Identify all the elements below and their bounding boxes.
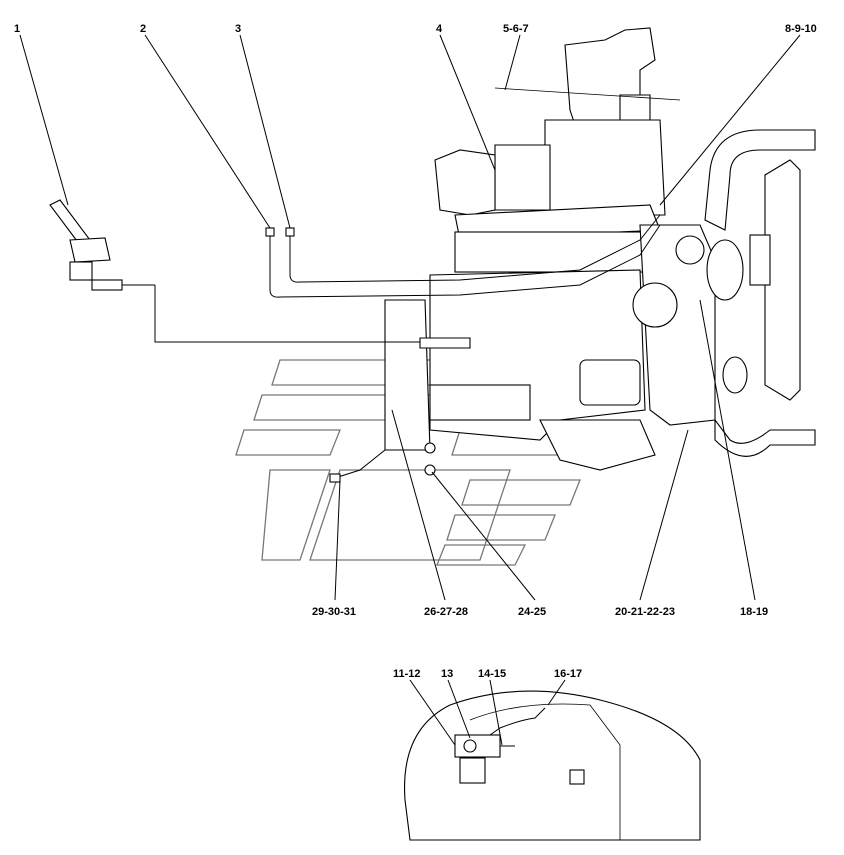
callout-14-15: 14-15 [478,668,506,680]
pipe-3-fitting [285,227,295,237]
callout-5-6-7: 5-6-7 [503,23,529,35]
throttle-cable [154,285,460,343]
hose-29 [334,449,386,479]
pipe-3 [289,214,661,283]
callout-29-30-31: 29-30-31 [312,606,356,618]
engine-body [384,27,816,471]
callout-2: 2 [140,23,146,35]
pipe-2-fitting [265,227,275,237]
callout-26-27-28: 26-27-28 [424,606,468,618]
callout-1: 1 [14,23,20,35]
cable-spring [419,337,471,349]
leader-lines [19,34,801,601]
callout-16-17: 16-17 [554,668,582,680]
callout-18-19: 18-19 [740,606,768,618]
port-24 [424,442,436,454]
callout-labels: 1 2 3 4 5-6-7 8-9-10 29-30-31 26-27-28 2… [14,23,817,680]
callout-4: 4 [436,23,443,35]
bracket-plate [494,87,681,101]
callout-3: 3 [235,23,241,35]
callout-24-25: 24-25 [518,606,546,618]
callout-8-9-10: 8-9-10 [785,23,817,35]
detail-inset [403,679,701,841]
callout-13: 13 [441,668,453,680]
throttle-pedal-assembly [49,199,155,291]
hose-29-fitting [329,473,341,483]
pipe-2 [269,224,661,298]
callout-11-12: 11-12 [393,668,421,680]
callout-20-21-22-23: 20-21-22-23 [615,606,675,618]
